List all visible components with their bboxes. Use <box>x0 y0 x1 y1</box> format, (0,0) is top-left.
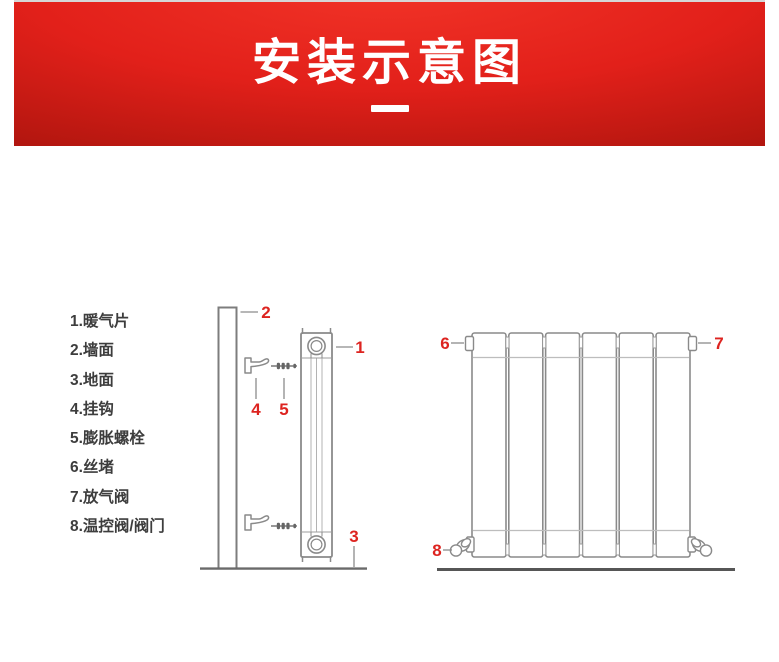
callout-wall: 2 <box>261 303 270 322</box>
side-view-pointer-lines <box>240 311 355 567</box>
callout-hook: 4 <box>251 400 261 419</box>
legend-item-air-valve: 7.放气阀 <box>70 488 130 506</box>
legend-item-floor: 3.地面 <box>70 371 114 389</box>
legend-item-hook: 4.挂钩 <box>70 400 114 418</box>
hook-icon <box>244 357 270 374</box>
callout-thermo-valve: 8 <box>432 541 441 560</box>
callout-air-valve: 7 <box>714 334 723 353</box>
wall-shape <box>217 306 238 568</box>
callout-floor: 3 <box>349 527 358 546</box>
radiator-front-sections <box>471 332 691 558</box>
plug-icon <box>464 335 475 352</box>
section-connectors <box>505 336 657 556</box>
page-title: 安装示意图 <box>251 36 527 90</box>
expansion-bolt-icon <box>271 362 297 370</box>
air-release-valve-icon <box>687 335 698 352</box>
legend-item-thermo-valve: 8.温控阀/阀门 <box>70 518 165 536</box>
front-view-pointer-lines <box>443 342 711 551</box>
callout-bolt: 5 <box>279 400 288 419</box>
valve-icon-right <box>687 536 713 557</box>
side-view-diagram: 2 1 4 5 3 <box>200 303 367 570</box>
header-banner: 安装示意图 <box>14 0 765 146</box>
expansion-bolt-icon-lower <box>270 522 298 530</box>
thermostatic-valve-icon-left <box>449 536 475 557</box>
legend-item-plug: 6.丝堵 <box>70 459 114 477</box>
legend-list: 1.暖气片 2.墙面 3.地面 4.挂钩 5.膨胀螺栓 6.丝堵 7.放气阀 8… <box>70 307 165 541</box>
legend-item-bolt: 5.膨胀螺栓 <box>70 430 145 448</box>
callout-plug: 6 <box>440 334 449 353</box>
callout-radiator: 1 <box>355 338 364 357</box>
hook-icon-lower <box>244 514 270 531</box>
radiator-side-shape <box>300 328 333 562</box>
title-underline-dash <box>370 105 409 113</box>
legend-item-radiator: 1.暖气片 <box>70 313 130 330</box>
legend-item-wall: 2.墙面 <box>70 342 114 360</box>
front-view-diagram: 6 7 8 <box>432 332 735 571</box>
